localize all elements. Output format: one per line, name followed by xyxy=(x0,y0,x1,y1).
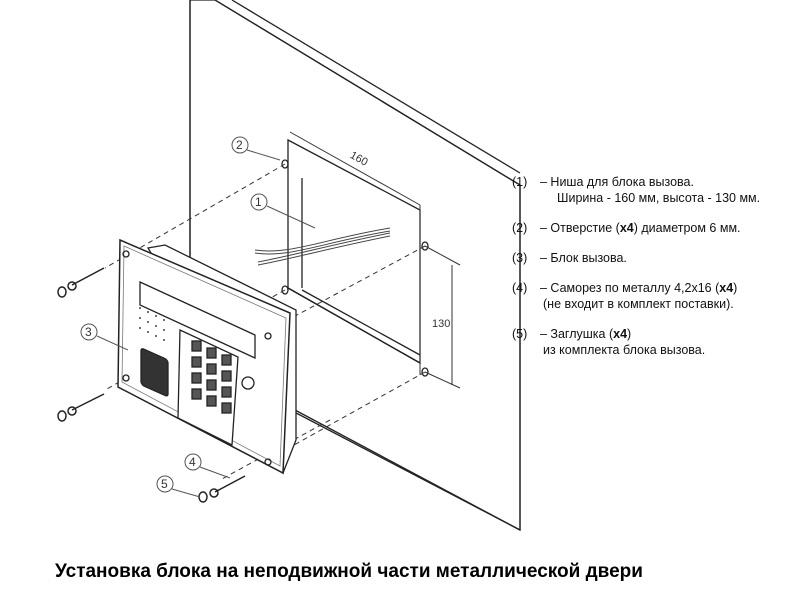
legend-quantity: x4 xyxy=(719,281,734,295)
callout-5: 5 xyxy=(161,477,168,491)
callout-1: 1 xyxy=(255,195,262,209)
legend-item-4: (4) – Саморез по металлу 4,2x16 (x4) (не … xyxy=(512,280,760,312)
legend-text: ) диаметром 6 мм. xyxy=(633,221,741,235)
mounting-holes xyxy=(281,159,429,377)
callout-3: 3 xyxy=(85,325,92,339)
legend-quantity: x4 xyxy=(619,221,634,235)
legend-text: – Отверстие ( xyxy=(540,221,620,235)
speaker-grille xyxy=(139,307,165,341)
legend-num: (2) xyxy=(512,221,528,235)
legend: (1) – Ниша для блока вызова. Ширина - 160… xyxy=(512,174,760,372)
legend-item-2: (2) – Отверстие (x4) диаметром 6 мм. xyxy=(512,220,760,236)
legend-text: – Саморез по металлу 4,2x16 ( xyxy=(540,281,720,295)
legend-item-5: (5) – Заглушка (x4) из комплекта блока вы… xyxy=(512,326,760,358)
legend-item-3: (3) – Блок вызова. xyxy=(512,250,760,266)
legend-num: (4) xyxy=(512,281,528,295)
legend-text: – Блок вызова. xyxy=(540,251,627,265)
screws xyxy=(57,267,246,503)
callout-markers xyxy=(80,136,316,498)
dimension-height: 130 xyxy=(432,318,450,330)
legend-item-1: (1) – Ниша для блока вызова. Ширина - 160… xyxy=(512,174,760,206)
legend-text-line2: (не входит в комплект поставки). xyxy=(543,297,734,311)
legend-text-line2: Ширина - 160 мм, высота - 130 мм. xyxy=(557,191,761,205)
legend-text: – Заглушка ( xyxy=(540,327,614,341)
callout-4: 4 xyxy=(189,455,196,469)
legend-num: (5) xyxy=(512,327,528,341)
legend-text: ) xyxy=(733,281,738,295)
callout-2: 2 xyxy=(236,138,243,152)
legend-num: (3) xyxy=(512,251,528,265)
legend-num: (1) xyxy=(512,175,528,189)
legend-quantity: x4 xyxy=(613,327,628,341)
keypad xyxy=(191,340,232,414)
diagram-caption: Установка блока на неподвижной части мет… xyxy=(55,561,643,582)
wires xyxy=(254,227,391,266)
legend-text: – Ниша для блока вызова. xyxy=(540,175,694,189)
dimension-lines xyxy=(289,131,461,389)
legend-text-line2: из комплекта блока вызова. xyxy=(543,343,706,357)
legend-text: ) xyxy=(627,327,632,341)
